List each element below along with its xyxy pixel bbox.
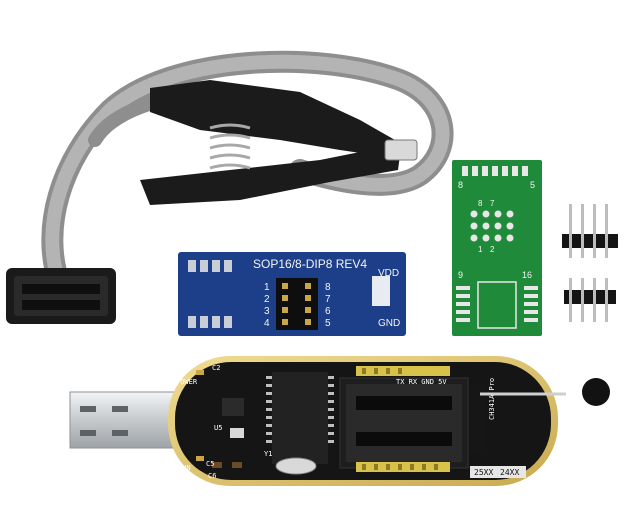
green-grid-7: 7: [490, 199, 495, 208]
green-grid-1: 1: [478, 245, 483, 254]
pin-left-1: 1: [264, 282, 270, 293]
label-gnd: GND: [378, 318, 400, 329]
green-label-8: 8: [458, 180, 463, 190]
pin-left-2: 2: [264, 294, 270, 305]
green-label-16: 16: [522, 270, 532, 280]
label-chip-name: CH341A Pro: [488, 378, 496, 420]
idc-connector: [6, 268, 116, 324]
label-slot-24xx: 24XX: [500, 468, 519, 477]
adapter-title: SOP16/8-DIP8 REV4: [253, 257, 367, 271]
pin-right-7: 7: [325, 294, 331, 305]
soic-test-clip: [140, 80, 418, 205]
label-vdd: VDD: [378, 268, 399, 279]
label-uart: TX RX GND 5V: [396, 378, 447, 386]
label-slot-25xx: 25XX: [474, 468, 493, 477]
green-label-9: 9: [458, 270, 463, 280]
label-run: RUN: [178, 464, 191, 472]
label-c5: C5: [206, 460, 214, 468]
clip-spring: [209, 123, 251, 170]
green-grid-8: 8: [478, 199, 483, 208]
label-power: POWER: [176, 378, 198, 386]
pin-right-6: 6: [325, 306, 331, 317]
ch341a-programmer: POWER RUN U5 Y1 C5 C6 C2 TX RX GND 5V CH…: [69, 356, 610, 486]
label-c2: C2: [212, 364, 220, 372]
pin-header-top: [562, 204, 618, 258]
pin-left-3: 3: [264, 306, 270, 317]
green-grid-2: 2: [490, 245, 495, 254]
blue-sop-adapter: SOP16/8-DIP8 REV4 VDD GND 1 2 3 4 8 7 6 …: [178, 252, 406, 336]
pin-left-4: 4: [264, 318, 270, 329]
zif-socket: [339, 377, 482, 469]
green-sop16-adapter: 8 5 9 16 8 7 1 2: [452, 160, 542, 336]
label-y1: Y1: [264, 450, 272, 458]
pin-right-8: 8: [325, 282, 331, 293]
usb-plug: [69, 391, 183, 449]
pin-right-5: 5: [325, 318, 331, 329]
label-c6: C6: [208, 472, 216, 480]
label-u5: U5: [214, 424, 222, 432]
pin-header-bottom: [564, 278, 616, 322]
green-label-5: 5: [530, 180, 535, 190]
